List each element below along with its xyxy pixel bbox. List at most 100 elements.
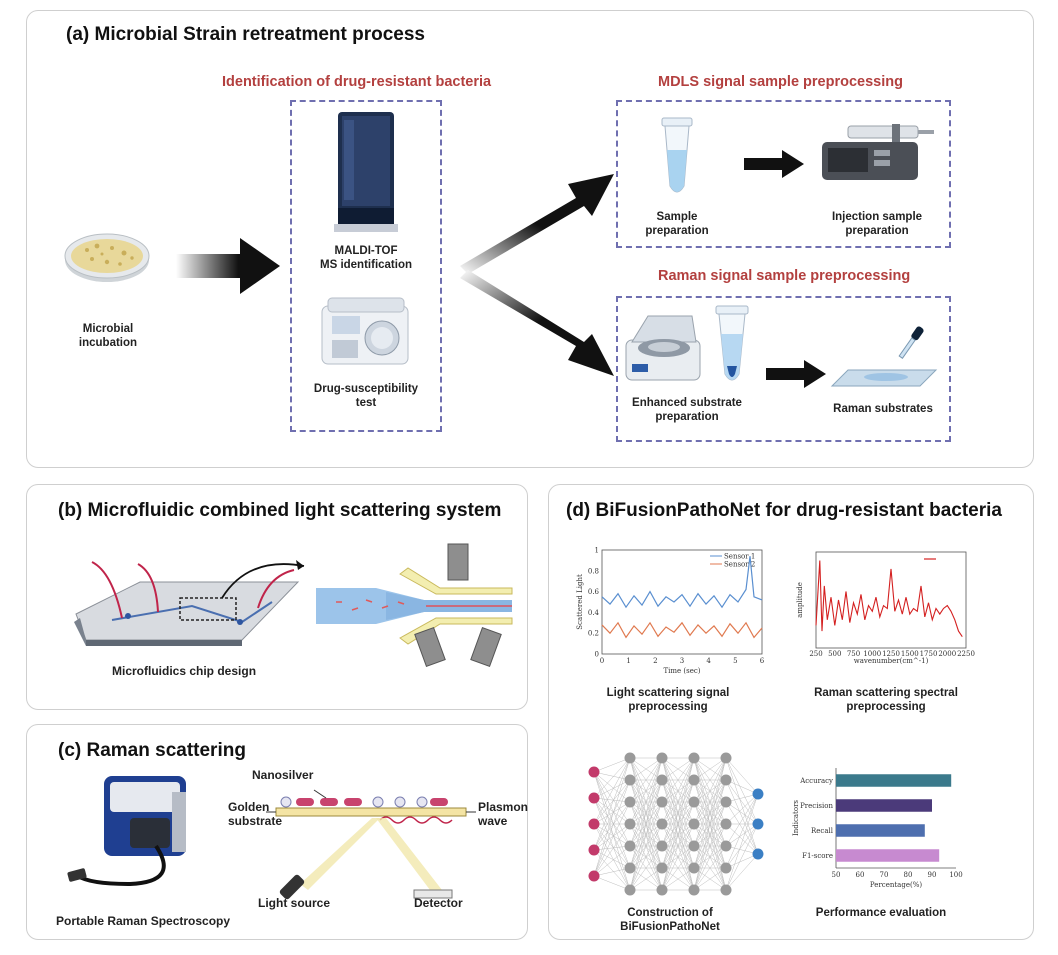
nn-edge bbox=[593, 779, 631, 825]
nn-node bbox=[752, 848, 764, 860]
arrow-right-icon bbox=[176, 238, 280, 294]
syringe-pump-icon bbox=[822, 124, 934, 180]
nn-edge bbox=[693, 845, 727, 891]
nn-node bbox=[656, 796, 668, 808]
nn-node bbox=[720, 796, 732, 808]
nn-node bbox=[656, 818, 668, 830]
nn-node bbox=[688, 840, 700, 852]
neural-network-diagram bbox=[588, 752, 764, 896]
injection-prep-label: Injection sample preparation bbox=[831, 211, 923, 237]
nn-edge bbox=[725, 793, 759, 847]
nn-edge bbox=[593, 779, 631, 877]
nn-edge bbox=[661, 801, 695, 891]
y-tick-label: 0.6 bbox=[588, 588, 600, 596]
nn-edge bbox=[725, 757, 759, 855]
drug-susceptibility-instrument-icon bbox=[321, 297, 409, 365]
nn-edge bbox=[593, 849, 631, 869]
nn-edge bbox=[593, 771, 631, 781]
section-raman-title: Raman signal sample preprocessing bbox=[658, 268, 911, 284]
nn-edge bbox=[693, 757, 727, 825]
x-tick-label: 2250 bbox=[957, 650, 975, 658]
nn-edge bbox=[593, 779, 631, 851]
nn-edge bbox=[593, 757, 631, 825]
x-tick-label: 500 bbox=[828, 650, 841, 658]
nn-edge bbox=[725, 823, 759, 855]
nn-edge bbox=[593, 797, 631, 847]
nn-edge bbox=[629, 801, 663, 891]
nn-node bbox=[624, 884, 636, 896]
nn-edge bbox=[693, 779, 727, 891]
nn-edge bbox=[661, 757, 695, 869]
nn-edge bbox=[629, 757, 663, 781]
nn-edge bbox=[593, 771, 631, 847]
category-label: F1-score bbox=[802, 852, 833, 860]
nn-edge bbox=[593, 849, 631, 891]
nn-node bbox=[688, 862, 700, 874]
nn-edge bbox=[629, 779, 663, 891]
spectrum-line bbox=[815, 560, 963, 638]
nn-node bbox=[656, 884, 668, 896]
nn-edge bbox=[693, 867, 727, 891]
raman-spectrometer-icon bbox=[67, 776, 186, 887]
x-tick-label: 1750 bbox=[920, 650, 938, 658]
device-label: Portable Raman Spectroscopy bbox=[56, 914, 231, 928]
incubation-label: Microbial incubation bbox=[78, 323, 138, 349]
section-mdls-title: MDLS signal sample preprocessing bbox=[658, 74, 903, 90]
nn-edge bbox=[629, 757, 663, 847]
nn-edge bbox=[593, 867, 631, 877]
x-tick-label: 0 bbox=[600, 657, 604, 665]
x-axis-label: wavenumber(cm^-1) bbox=[854, 657, 929, 665]
maldi-label: MALDI-TOF MS identification bbox=[320, 245, 412, 271]
nn-node bbox=[688, 774, 700, 786]
network-caption: Construction of BiFusionPathoNet bbox=[620, 907, 720, 933]
mdls-box bbox=[616, 100, 951, 248]
sample-tube-icon bbox=[661, 117, 693, 193]
section-identification-title: Identification of drug-resistant bacteri… bbox=[222, 74, 492, 90]
x-tick-label: 90 bbox=[928, 871, 937, 879]
nn-node bbox=[720, 752, 732, 764]
nn-edge bbox=[693, 757, 727, 847]
nn-edge bbox=[725, 823, 759, 869]
nn-edge bbox=[629, 845, 663, 891]
nn-edge bbox=[629, 823, 663, 891]
x-tick-label: 6 bbox=[760, 657, 765, 665]
nn-edge bbox=[661, 779, 695, 891]
nn-edge bbox=[593, 797, 631, 825]
legend-label: Sensor 1 bbox=[724, 553, 755, 561]
x-axis-label: Time (sec) bbox=[663, 667, 700, 675]
nn-edge bbox=[725, 853, 759, 891]
y-tick-label: 1 bbox=[595, 547, 599, 555]
x-tick-label: 1250 bbox=[882, 650, 900, 658]
nn-edge bbox=[593, 771, 631, 869]
nn-edge bbox=[693, 801, 727, 891]
bar-precision bbox=[836, 799, 932, 812]
dropper-slide-icon bbox=[830, 326, 938, 387]
substrate-tube-icon bbox=[715, 305, 749, 381]
nn-edge bbox=[593, 757, 631, 877]
nn-node bbox=[656, 862, 668, 874]
x-tick-label: 5 bbox=[733, 657, 737, 665]
nn-edge bbox=[725, 793, 759, 891]
nn-edge bbox=[693, 823, 727, 891]
plasmon-wave-label: Plasmon wave bbox=[478, 800, 529, 828]
light-source-label: Light source bbox=[258, 896, 331, 910]
nn-edge bbox=[593, 771, 631, 825]
nn-edge bbox=[629, 757, 663, 803]
nn-edge bbox=[725, 779, 759, 855]
chip-label: Microfluidics chip design bbox=[112, 664, 257, 678]
nn-node bbox=[624, 840, 636, 852]
nn-node bbox=[588, 844, 600, 856]
nn-edge bbox=[593, 801, 631, 825]
y-tick-label: 0 bbox=[595, 651, 599, 659]
nn-edge bbox=[593, 797, 631, 869]
identification-box bbox=[290, 100, 442, 432]
nn-edge bbox=[725, 853, 759, 869]
series-line-1 bbox=[601, 556, 763, 609]
microfluidic-chip-icon bbox=[74, 560, 305, 646]
nn-edge bbox=[661, 757, 695, 781]
nn-edge bbox=[725, 779, 759, 795]
x-tick-label: 60 bbox=[856, 871, 865, 879]
y-tick-label: 0.2 bbox=[588, 630, 599, 638]
